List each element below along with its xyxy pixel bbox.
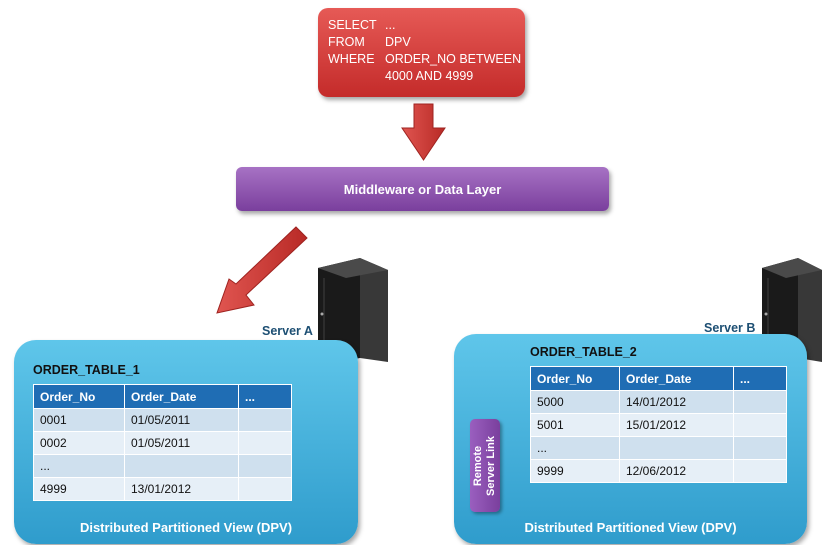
table-cell: ... bbox=[530, 436, 620, 460]
table-row: 9999 12/06/2012 bbox=[530, 459, 787, 483]
query-from-target: DPV bbox=[385, 35, 411, 49]
column-header-order-date: Order_Date bbox=[619, 366, 734, 391]
query-keyword-from: FROM bbox=[328, 35, 365, 49]
column-header-order-no: Order_No bbox=[530, 366, 620, 391]
table-cell bbox=[124, 454, 239, 478]
table-cell: 15/01/2012 bbox=[619, 413, 734, 437]
table-row: ... bbox=[530, 436, 787, 460]
remote-link-line-2: Server Link bbox=[485, 435, 497, 496]
middleware-label: Middleware or Data Layer bbox=[343, 181, 502, 197]
order-table-1: Order_No Order_Date ... 0001 01/05/2011 … bbox=[33, 384, 292, 501]
table-cell bbox=[238, 408, 292, 432]
remote-server-link-badge: Remote Server Link bbox=[470, 419, 500, 512]
order-table-1-title: ORDER_TABLE_1 bbox=[33, 363, 140, 377]
server-a-label: Server A bbox=[262, 324, 313, 338]
table-cell bbox=[733, 413, 787, 437]
table-cell: 5000 bbox=[530, 390, 620, 414]
query-keyword-select: SELECT bbox=[328, 18, 377, 32]
query-keyword-where: WHERE bbox=[328, 52, 375, 66]
column-header-order-no: Order_No bbox=[33, 384, 125, 409]
table-cell: 01/05/2011 bbox=[124, 408, 239, 432]
remote-server-link-label: Remote Server Link bbox=[472, 436, 498, 496]
order-table-2: Order_No Order_Date ... 5000 14/01/2012 … bbox=[530, 366, 787, 483]
table-cell: 5001 bbox=[530, 413, 620, 437]
table-cell: 13/01/2012 bbox=[124, 477, 239, 501]
table-row: ... bbox=[33, 454, 292, 478]
middleware-bar: Middleware or Data Layer bbox=[236, 167, 609, 211]
order-table-2-title: ORDER_TABLE_2 bbox=[530, 345, 637, 359]
server-b-label: Server B bbox=[704, 321, 756, 335]
table-cell: 4999 bbox=[33, 477, 125, 501]
table-cell: ... bbox=[33, 454, 125, 478]
column-header-order-date: Order_Date bbox=[124, 384, 239, 409]
column-header-more: ... bbox=[733, 366, 787, 391]
table-row: 5000 14/01/2012 bbox=[530, 390, 787, 414]
server-b-dpv-label: Distributed Partitioned View (DPV) bbox=[524, 520, 737, 535]
table-cell bbox=[733, 436, 787, 460]
table-cell: 14/01/2012 bbox=[619, 390, 734, 414]
table-cell: 9999 bbox=[530, 459, 620, 483]
table-cell bbox=[238, 477, 292, 501]
table-cell bbox=[238, 431, 292, 455]
table-row: 4999 13/01/2012 bbox=[33, 477, 292, 501]
table-cell bbox=[619, 436, 734, 460]
query-select-columns: ... bbox=[385, 18, 396, 32]
server-rack-icon bbox=[318, 258, 388, 366]
remote-link-line-1: Remote bbox=[472, 445, 484, 486]
table-cell: 01/05/2011 bbox=[124, 431, 239, 455]
table-row: 0001 01/05/2011 bbox=[33, 408, 292, 432]
table-cell: 0002 bbox=[33, 431, 125, 455]
query-where-condition: ORDER_NO BETWEEN bbox=[385, 52, 522, 66]
column-header-more: ... bbox=[238, 384, 292, 409]
query-where-range: 4000 AND 4999 bbox=[385, 69, 474, 83]
table-cell: 0001 bbox=[33, 408, 125, 432]
table-row: 5001 15/01/2012 bbox=[530, 413, 787, 437]
table-cell: 12/06/2012 bbox=[619, 459, 734, 483]
sql-query-box: SELECT ... FROM DPV WHERE ORDER_NO BETWE… bbox=[318, 8, 525, 97]
table-cell bbox=[238, 454, 292, 478]
table-cell bbox=[733, 390, 787, 414]
server-a-dpv-label: Distributed Partitioned View (DPV) bbox=[79, 520, 293, 535]
table-cell bbox=[733, 459, 787, 483]
table-row: 0002 01/05/2011 bbox=[33, 431, 292, 455]
